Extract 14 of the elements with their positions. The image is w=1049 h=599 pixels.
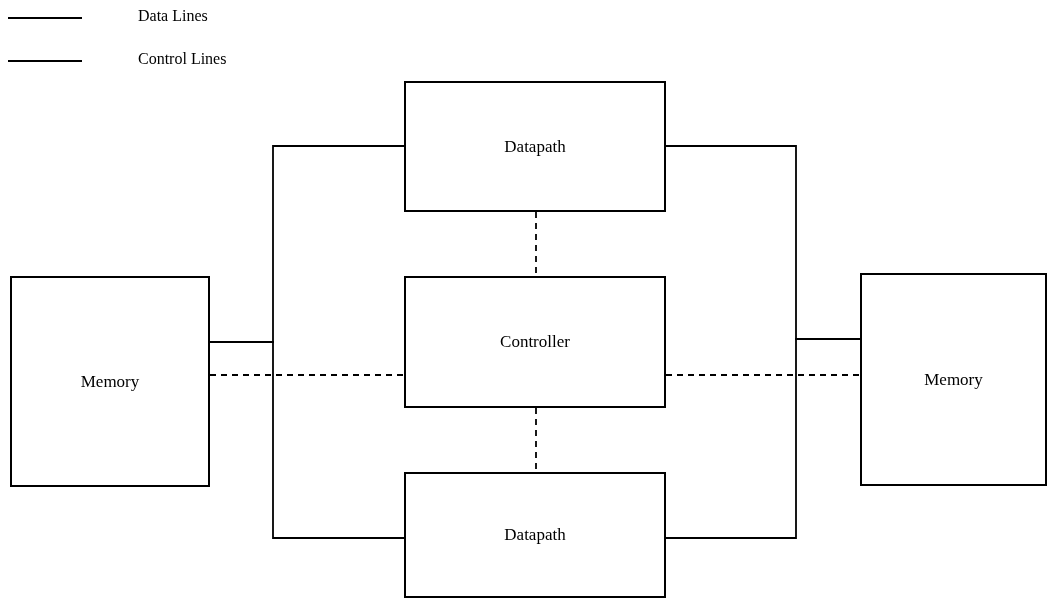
control-line	[665, 374, 861, 376]
legend-label: Control Lines	[138, 50, 227, 68]
control-line	[209, 374, 405, 376]
box-label: Memory	[80, 371, 140, 392]
box-label: Controller	[500, 332, 570, 352]
box-label: Datapath	[504, 525, 566, 545]
controller-box	[404, 276, 666, 408]
datapath-box	[404, 472, 666, 598]
box-label: Memory	[924, 369, 983, 390]
box-label: Datapath	[504, 136, 566, 157]
memory-box	[10, 276, 210, 487]
memory-box	[860, 273, 1047, 486]
legend-label: Data Lines	[138, 7, 208, 25]
datapath-box	[404, 81, 666, 212]
